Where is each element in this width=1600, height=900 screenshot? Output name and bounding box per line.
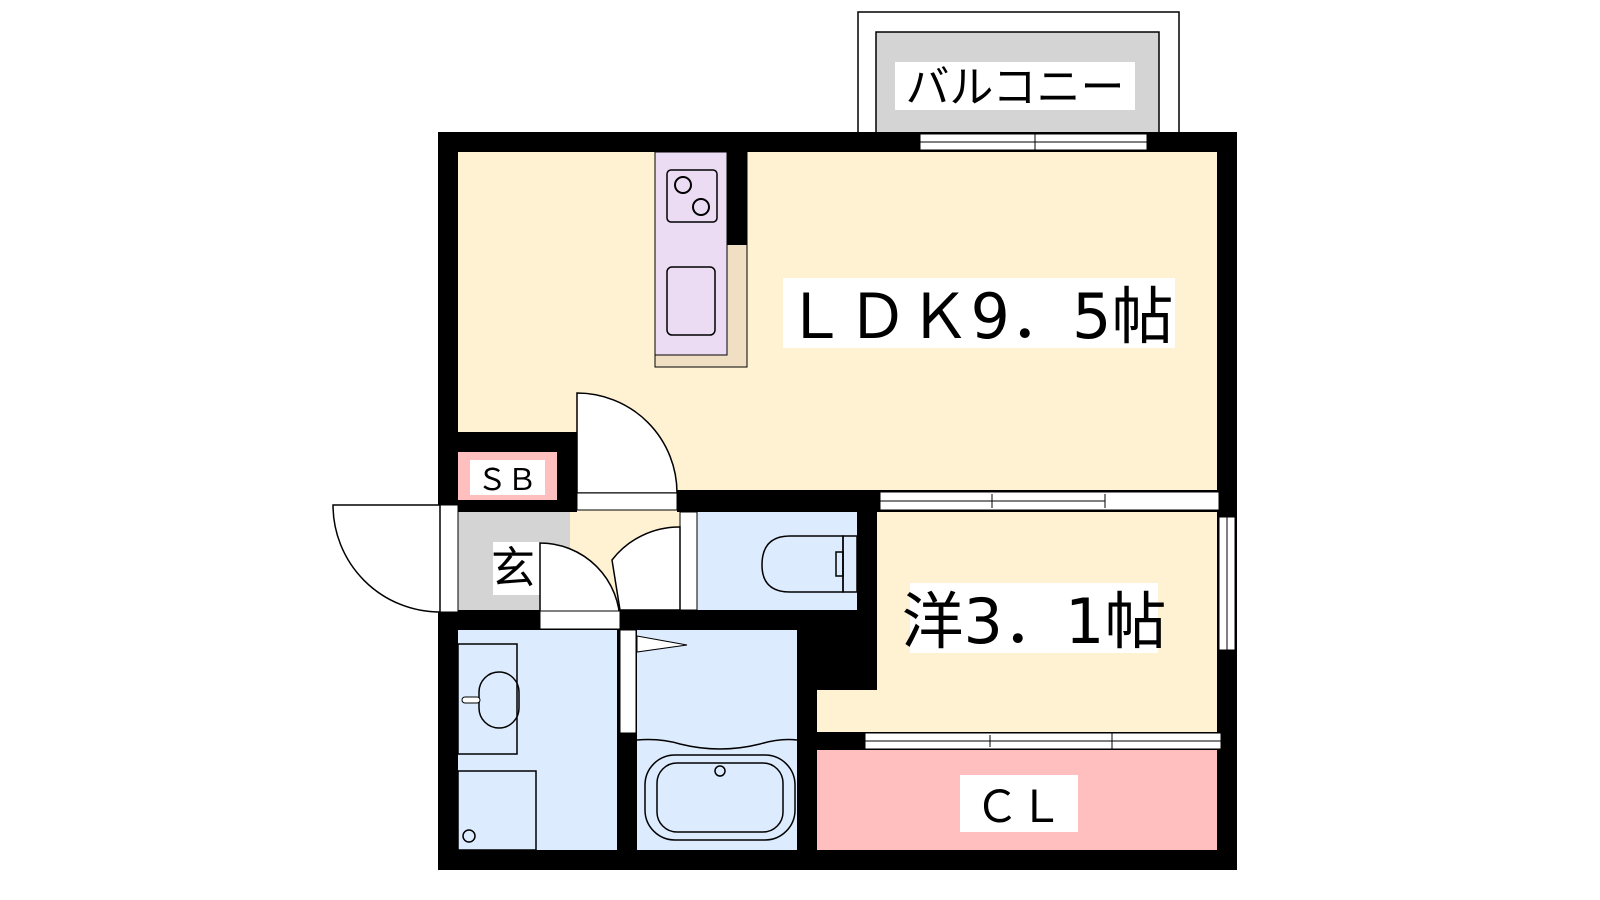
ldk-door[interactable] — [576, 392, 678, 511]
balcony-label: バルコニー — [905, 62, 1124, 113]
western-window[interactable] — [1218, 516, 1236, 651]
western-sliding-door[interactable] — [879, 491, 1220, 511]
washroom — [457, 630, 617, 851]
stove-icon — [666, 169, 718, 223]
bathtub-icon — [644, 754, 796, 841]
bathroom-door[interactable] — [619, 629, 637, 734]
balcony: バルコニー — [857, 11, 1180, 135]
kitchen — [654, 151, 748, 368]
bathroom — [636, 630, 798, 850]
closet-label: ＣＬ — [975, 782, 1063, 833]
toilet-room — [697, 512, 858, 610]
western-room: 洋3．1帖 — [817, 512, 1217, 732]
closet-doors[interactable] — [864, 732, 1222, 750]
washing-machine-space — [457, 770, 537, 851]
closet: ＣＬ — [817, 750, 1217, 850]
western-room-label: 洋3．1帖 — [902, 585, 1167, 658]
shoe-box: ＳＢ — [458, 432, 577, 512]
shoe-box-label: ＳＢ — [477, 463, 537, 498]
balcony-window[interactable] — [919, 133, 1148, 151]
toilet-icon — [761, 535, 858, 593]
front-door[interactable] — [332, 504, 459, 613]
washbasin-icon — [457, 643, 518, 755]
toilet-door[interactable] — [611, 511, 698, 611]
drain-icon — [462, 829, 476, 843]
sink-icon — [666, 266, 716, 336]
washroom-entry-door[interactable] — [539, 542, 621, 630]
entrance-label: 玄 — [491, 543, 535, 594]
ldk-label: ＬＤＫ9．5帖 — [785, 280, 1174, 353]
